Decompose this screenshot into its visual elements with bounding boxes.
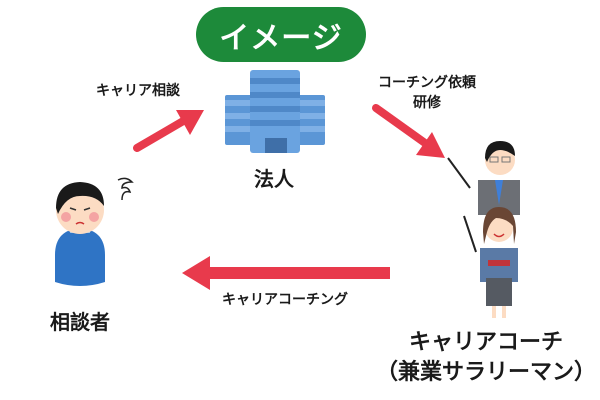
edge-label-coaching-request: コーチング依頼 研修 <box>362 72 492 112</box>
node-label-coach: キャリアコーチ （兼業サラリーマン） <box>372 328 600 388</box>
arrow-client-to-corporation <box>133 110 204 152</box>
coaches-with-pointers-icon <box>447 141 520 318</box>
node-label-coach-subtitle: （兼業サラリーマン） <box>375 360 596 385</box>
node-label-corporation: 法人 <box>254 167 294 191</box>
edge-label-coaching-request-line1: コーチング依頼 <box>378 75 476 91</box>
title-text: イメージ <box>219 20 343 56</box>
node-label-client: 相談者 <box>50 310 110 334</box>
arrow-coach-to-client <box>182 256 390 290</box>
worried-man-icon <box>55 177 134 286</box>
arrow-corporation-to-coach <box>372 104 445 158</box>
edge-label-career-consultation: キャリア相談 <box>96 83 180 99</box>
title-badge: イメージ <box>196 7 366 62</box>
office-building-icon <box>225 70 325 153</box>
edge-label-training: 研修 <box>413 95 441 111</box>
node-label-coach-title: キャリアコーチ <box>408 330 563 355</box>
edge-label-career-coaching: キャリアコーチング <box>222 292 348 308</box>
